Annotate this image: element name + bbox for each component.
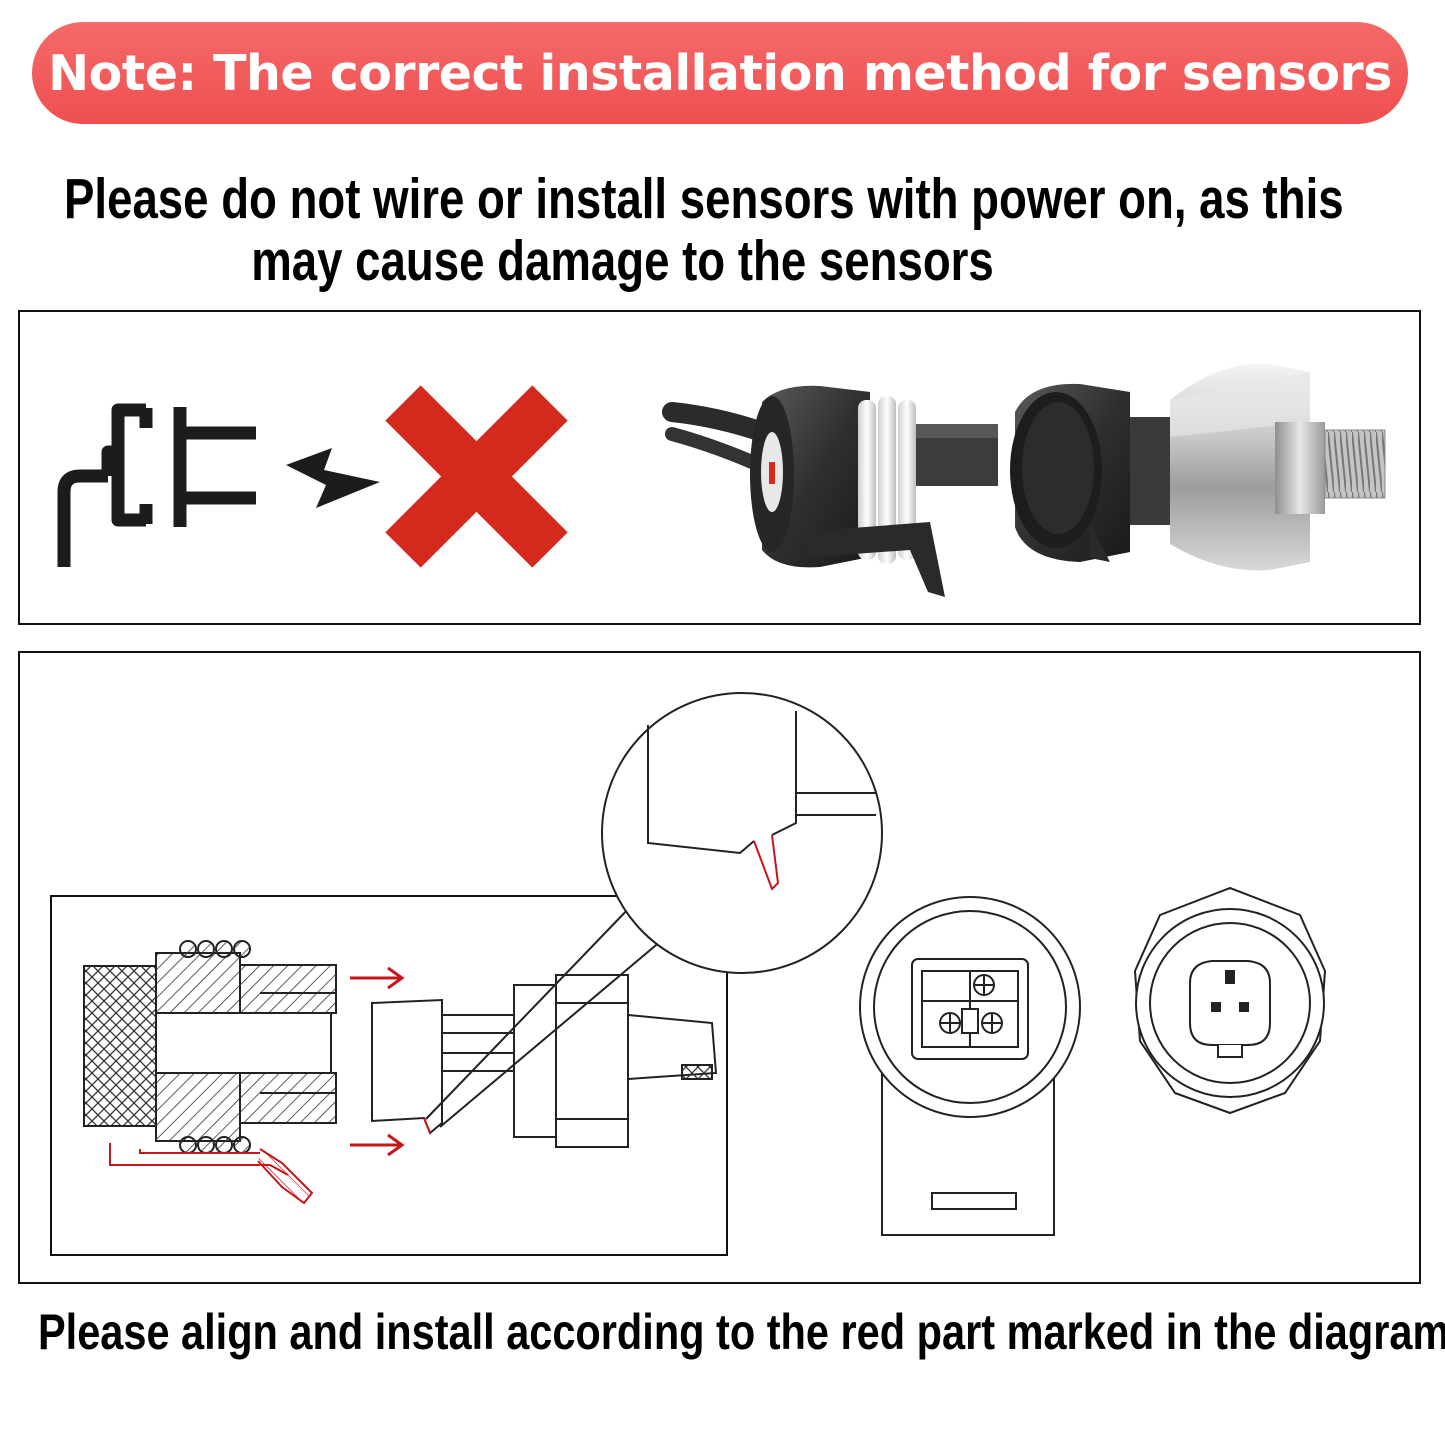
red-latch-outline [109,1143,314,1205]
warning-line-2: may cause damage to the sensors [251,229,994,293]
alignment-diagram [50,692,1327,1256]
sensor-side-view [371,974,718,1148]
red-arrow-bottom [350,1133,405,1157]
power-plug-icon [57,403,256,567]
footer-instruction: Please align and install according to th… [38,1304,1445,1360]
red-x-icon [385,385,568,568]
power-warning-panel [18,310,1421,625]
power-warning-graphics [57,363,1386,597]
warning-line-1: Please do not wire or install sensors wi… [64,167,1344,231]
lightning-bolt-icon [286,448,380,508]
warning-text: Please do not wire or install sensors wi… [40,167,1344,293]
sensor-front-view [1133,886,1327,1115]
red-arrow-top [350,966,405,990]
sensor-connector-photo [662,363,1386,597]
connector-front-view [859,896,1081,1236]
connector-section-view [83,940,337,1154]
alignment-diagram-panel [18,651,1421,1284]
note-banner: Note: The correct installation method fo… [32,22,1408,124]
magnifier-pointer [425,904,669,1128]
note-banner-text: Note: The correct installation method fo… [48,44,1392,102]
magnified-detail [601,692,883,974]
